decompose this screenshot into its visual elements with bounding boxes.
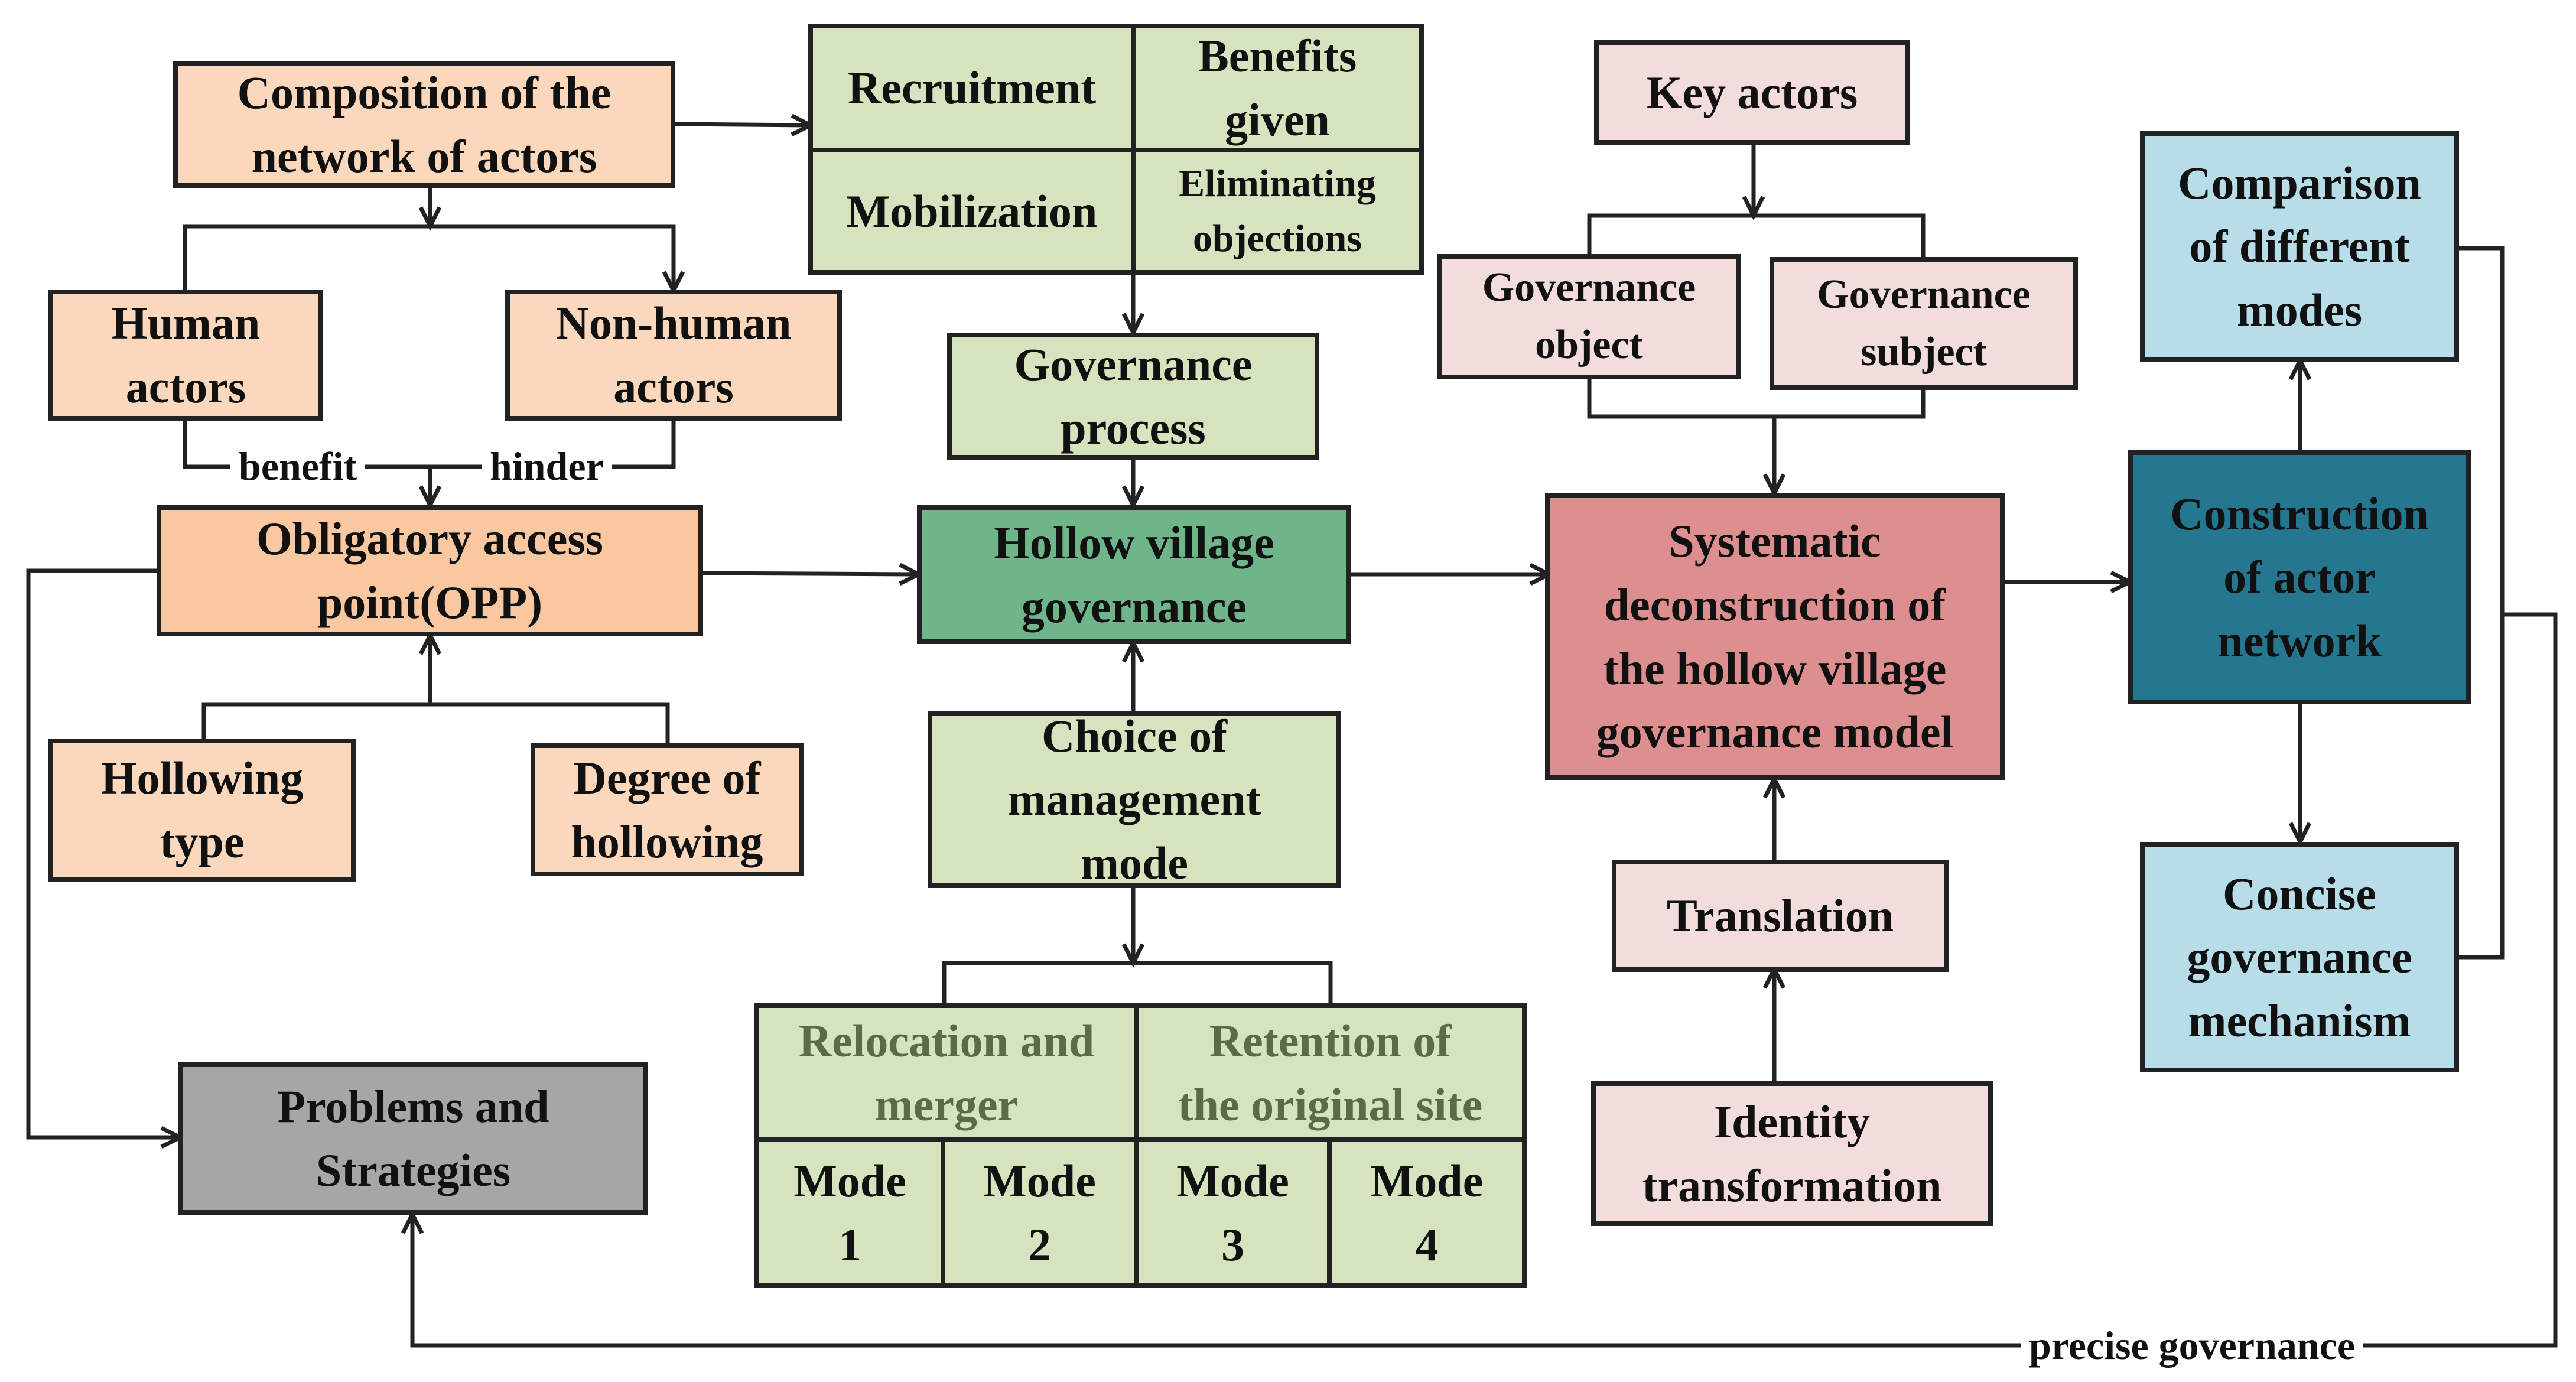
benefit-label: benefit [230, 446, 366, 486]
governance-object-box: Governance object [1437, 254, 1741, 379]
hinder-label: hinder [482, 446, 612, 486]
identity-transformation-box: Identity transformation [1591, 1081, 1993, 1226]
hollow-village-governance-box: Hollow village governance [917, 505, 1351, 644]
eliminating-objections-cell: Eliminating objections [1131, 148, 1424, 275]
problems-strategies-box: Problems and Strategies [178, 1062, 648, 1215]
arrow-opp-to-problems [26, 568, 185, 1149]
mode-4-cell: Mode 4 [1327, 1137, 1527, 1288]
line-human-nonhuman-branch [183, 224, 676, 290]
choice-management-mode-box: Choice of management mode [928, 710, 1341, 889]
mode-3-cell: Mode 3 [1134, 1137, 1332, 1288]
line-object-subject-bottom [1587, 378, 1926, 419]
line-hollowing-branch [201, 702, 670, 743]
line-right-bracket [2456, 246, 2505, 960]
governance-process-box: Governance process [947, 333, 1319, 460]
arrow-composition-to-recruitment [673, 113, 815, 136]
comparison-modes-box: Comparison of different modes [2140, 131, 2459, 362]
line-object-subject-top [1587, 213, 1926, 259]
human-actors-box: Human actors [48, 290, 323, 421]
governance-subject-box: Governance subject [1770, 257, 2078, 390]
nonhuman-actors-box: Non-human actors [505, 290, 842, 421]
benefits-given-cell: Benefits given [1131, 24, 1424, 152]
translation-box: Translation [1612, 860, 1949, 972]
line-modes-branch [942, 961, 1333, 1004]
recruitment-cell: Recruitment [808, 24, 1136, 152]
arrow-precise-governance [401, 612, 2558, 1348]
systematic-deconstruction-box: Systematic deconstruction of the hollow … [1545, 493, 2005, 780]
opp-box: Obligatory access point(OPP) [157, 505, 703, 636]
retention-original-site-cell: Retention of the original site [1134, 1003, 1527, 1142]
arrow-opp-to-hollow [702, 562, 923, 586]
key-actors-box: Key actors [1594, 40, 1910, 145]
mobilization-cell: Mobilization [808, 148, 1136, 275]
concise-governance-mechanism-box: Concise governance mechanism [2140, 842, 2459, 1072]
mode-1-cell: Mode 1 [754, 1137, 945, 1288]
hollowing-type-box: Hollowing type [48, 739, 356, 882]
construction-actor-network-box: Construction of actor network [2128, 450, 2471, 704]
degree-of-hollowing-box: Degree of hollowing [531, 743, 804, 876]
mode-2-cell: Mode 2 [941, 1137, 1139, 1288]
composition-box: Composition of the network of actors [173, 61, 675, 188]
precise-governance-label: precise governance [2021, 1325, 2364, 1365]
relocation-merger-cell: Relocation and merger [754, 1003, 1139, 1142]
